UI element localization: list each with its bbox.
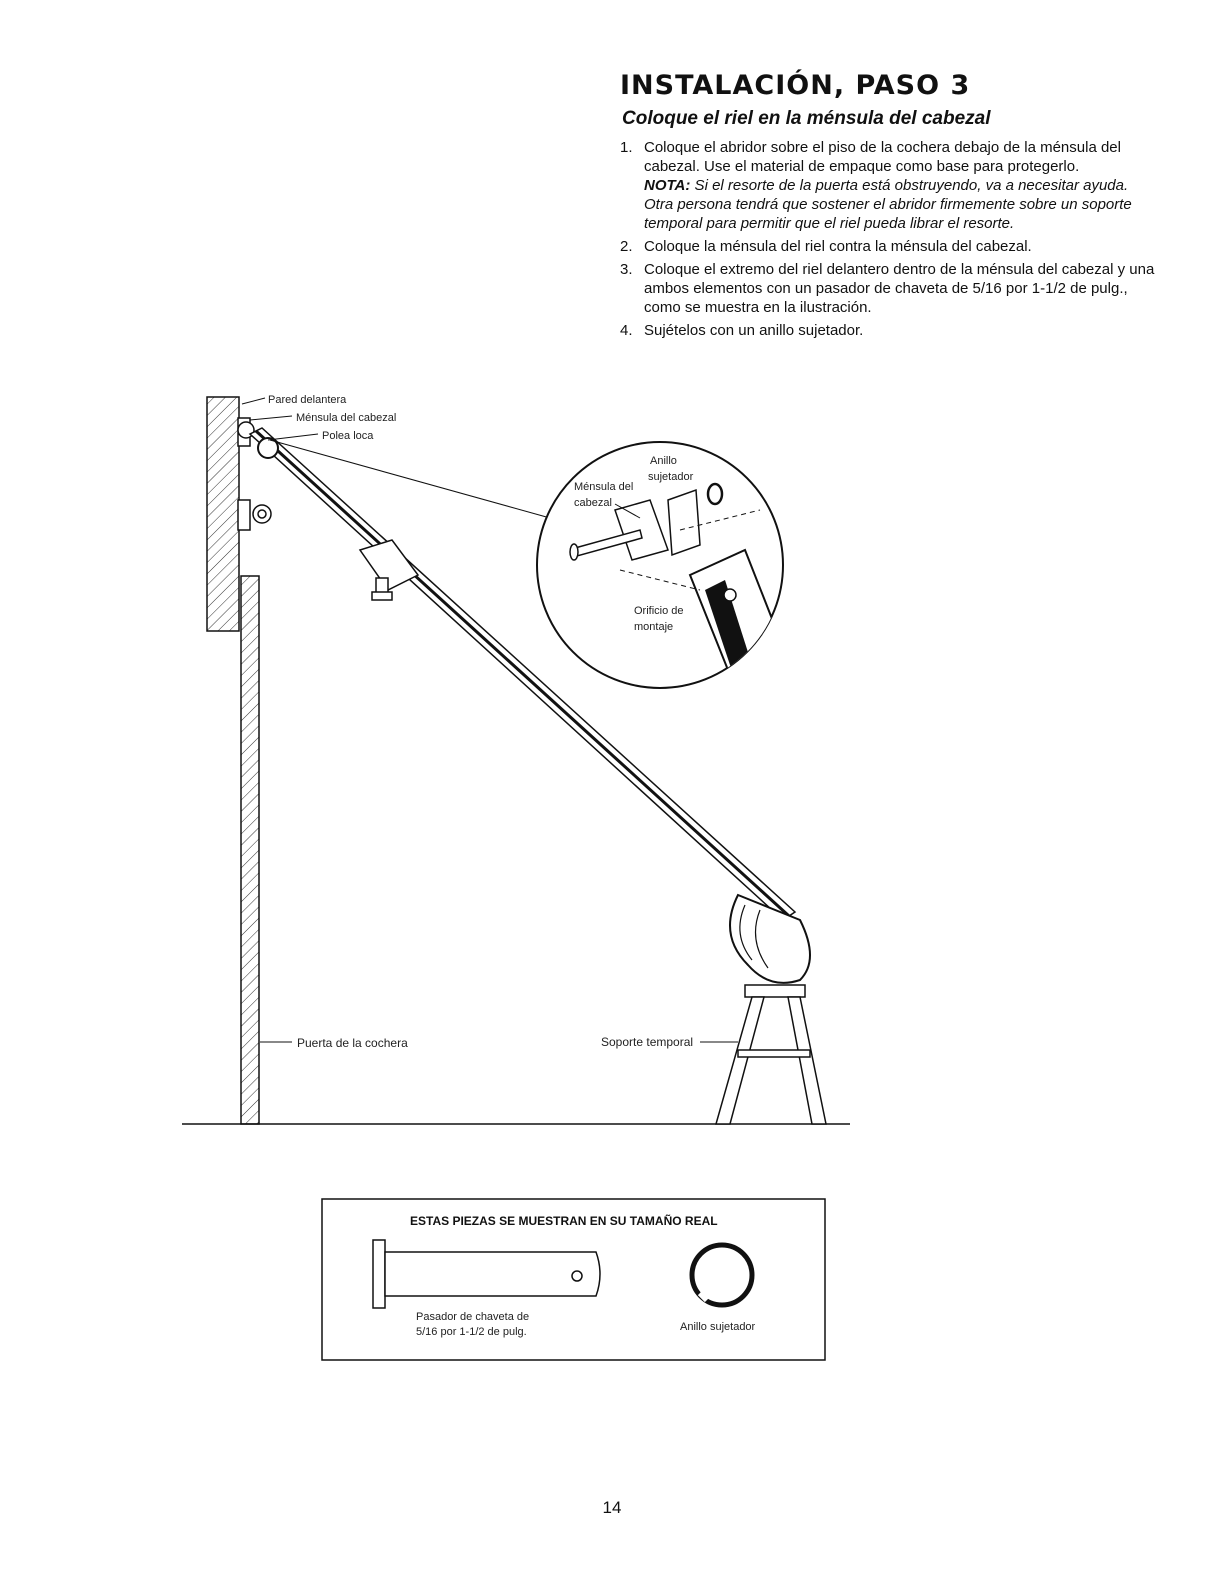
step-number: 3. (620, 261, 633, 278)
callout-leader (269, 439, 551, 519)
front-wall (206, 396, 240, 632)
trolley (358, 539, 420, 601)
cabezal-label: cabezal (574, 497, 612, 509)
step-text: Coloque la ménsula del riel contra la mé… (644, 238, 1032, 255)
label-puerta-cochera: Puerta de la cochera (260, 1036, 408, 1050)
note-label: NOTA: (644, 177, 691, 194)
ring-label: Anillo sujetador (680, 1321, 756, 1333)
retaining-ring-actual-size (689, 1242, 755, 1308)
pin-label-line1: Pasador de chaveta de (416, 1311, 529, 1323)
mensula-del-label: Ménsula del (574, 481, 633, 493)
polea-loca-label: Polea loca (322, 430, 374, 442)
mensula-leader (614, 503, 641, 519)
label-polea-loca: Polea loca (267, 430, 374, 442)
mensula-cabezal-label: Ménsula del cabezal (296, 412, 396, 424)
step-item: 1. Coloque el abridor sobre el piso de l… (620, 138, 1160, 233)
detail-clevis-pin (569, 529, 643, 561)
step-number: 2. (620, 238, 633, 255)
step-number: 4. (620, 322, 633, 339)
step-item: 4. Sujételos con un anillo sujetador. (620, 321, 1160, 340)
steps-list: 1. Coloque el abridor sobre el piso de l… (620, 138, 1160, 344)
idler-pulley (257, 437, 279, 459)
label-mensula-cabezal: Ménsula del cabezal (249, 412, 396, 424)
note-text: Si el resorte de la puerta está obstruye… (644, 177, 1132, 232)
page-number: 14 (602, 1498, 622, 1517)
detail-ring (706, 482, 724, 506)
step-text: Coloque el abridor sobre el piso de la c… (644, 139, 1121, 175)
anillo-label: Anillo (650, 455, 677, 467)
soporte-temporal-label: Soporte temporal (601, 1035, 693, 1049)
label-pared-delantera: Pared delantera (241, 394, 347, 406)
parts-box: ESTAS PIEZAS SE MUESTRAN EN SU TAMAÑO RE… (321, 1198, 826, 1361)
pared-delantera-label: Pared delantera (268, 394, 347, 406)
step-number: 1. (620, 139, 633, 156)
parts-title: ESTAS PIEZAS SE MUESTRAN EN SU TAMAÑO RE… (410, 1213, 718, 1228)
wall-bracket (237, 499, 272, 531)
page-title: INSTALACIÓN, PASO 3 (620, 70, 971, 101)
pin-label-line2: 5/16 por 1-1/2 de pulg. (416, 1326, 527, 1338)
label-soporte-temporal: Soporte temporal (601, 1035, 738, 1049)
sujetador-label: sujetador (648, 471, 694, 483)
montaje-label: montaje (634, 621, 673, 633)
step-text: Coloque el extremo del riel delantero de… (644, 261, 1155, 316)
detail-header-bracket (614, 488, 701, 561)
orificio-label: Orificio de (634, 605, 684, 617)
temporary-support (715, 984, 827, 1125)
step-item: 2. Coloque la ménsula del riel contra la… (620, 237, 1160, 256)
header-bracket (237, 417, 255, 447)
puerta-cochera-label: Puerta de la cochera (297, 1036, 408, 1050)
garage-door (240, 575, 260, 1125)
page-subtitle: Coloque el riel en la ménsula del cabeza… (622, 108, 991, 129)
step-item: 3. Coloque el extremo del riel delantero… (620, 260, 1160, 317)
step-text: Sujételos con un anillo sujetador. (644, 322, 864, 339)
clevis-pin-actual-size (372, 1239, 601, 1309)
opener-motor-unit (729, 893, 811, 984)
